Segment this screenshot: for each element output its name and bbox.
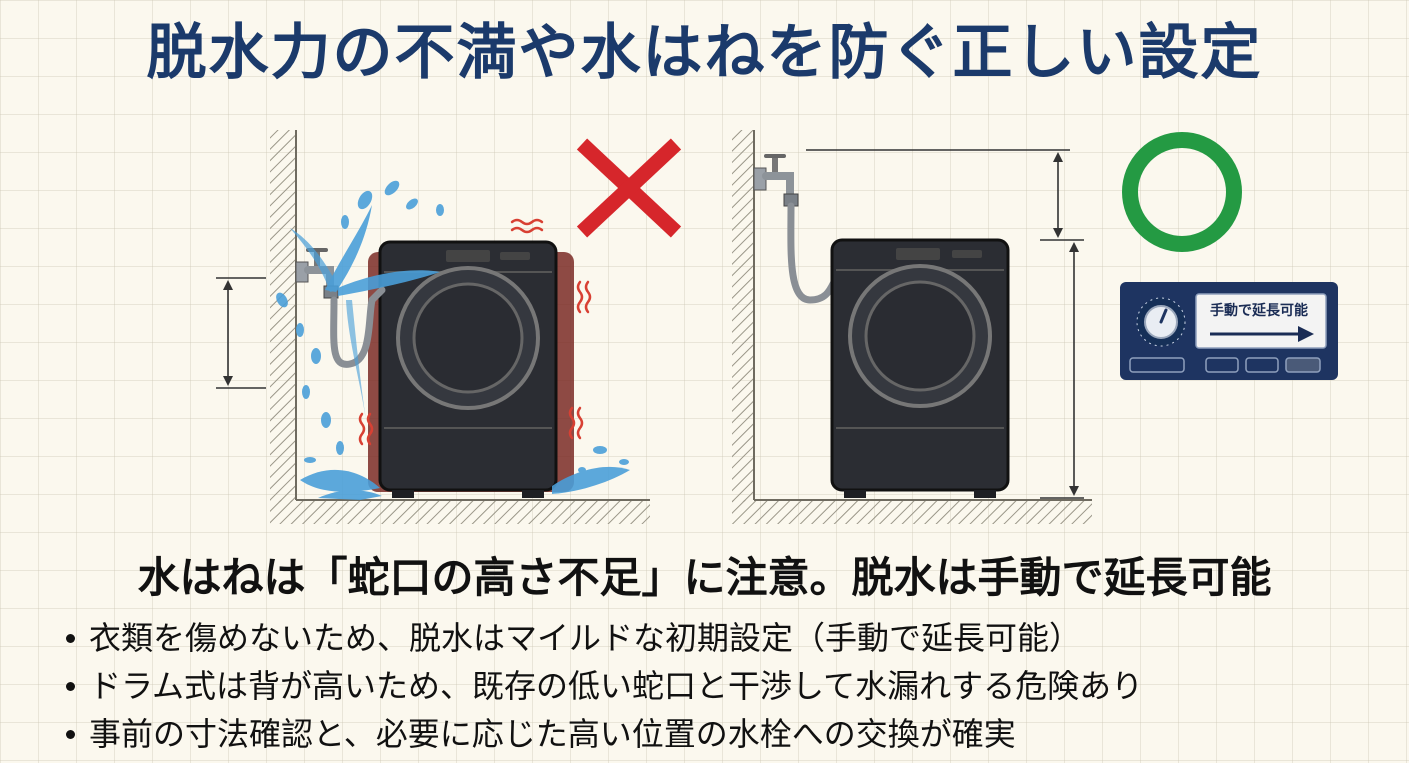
washing-machine-icon xyxy=(830,238,1010,498)
floor xyxy=(732,500,1092,524)
bullet-text: 事前の寸法確認と、必要に応じた高い位置の水栓への交換が確実 xyxy=(89,715,1016,753)
water-splash xyxy=(276,180,630,500)
page-title: 脱水力の不満や水はねを防ぐ正しい設定 xyxy=(146,18,1263,88)
list-item: 衣類を傷めないため、脱水はマイルドな初期設定（手動で延長可能） xyxy=(60,614,1143,662)
illustration: 手動で延長可能 xyxy=(216,130,1338,524)
arrow-right-icon xyxy=(1210,326,1314,342)
wall xyxy=(732,130,754,502)
wall xyxy=(270,130,296,502)
list-item: ドラム式は背が高いため、既存の低い蛇口と干渉して水漏れする危険あり xyxy=(60,662,1143,710)
bullet-icon xyxy=(66,729,75,739)
faucet-icon xyxy=(753,154,799,207)
hose xyxy=(787,202,838,304)
good-example-panel: 手動で延長可能 xyxy=(732,130,1338,524)
bullet-icon xyxy=(66,633,75,643)
dimension-line xyxy=(806,149,1084,499)
control-panel: 手動で延長可能 xyxy=(1120,282,1338,380)
cross-mark-icon xyxy=(576,138,682,238)
hose xyxy=(330,286,386,368)
washing-machine-icon xyxy=(378,240,558,498)
control-panel-label: 手動で延長可能 xyxy=(1210,302,1308,319)
bad-example-panel xyxy=(216,130,682,524)
floor xyxy=(270,500,650,524)
vibration-marks xyxy=(358,218,592,446)
bullet-text: 衣類を傷めないため、脱水はマイルドな初期設定（手動で延長可能） xyxy=(89,619,1082,657)
circle-mark-icon xyxy=(1122,132,1242,252)
subtitle: 水はねは「蛇口の高さ不足」に注意。脱水は手動で延長可能 xyxy=(137,553,1272,602)
dimension-line xyxy=(216,277,266,389)
dial-icon xyxy=(1136,297,1186,347)
bullet-list: 衣類を傷めないため、脱水はマイルドな初期設定（手動で延長可能） ドラム式は背が高… xyxy=(60,614,1143,758)
bullet-text: ドラム式は背が高いため、既存の低い蛇口と干渉して水漏れする危険あり xyxy=(89,667,1144,705)
bullet-icon xyxy=(66,681,75,691)
list-item: 事前の寸法確認と、必要に応じた高い位置の水栓への交換が確実 xyxy=(60,710,1143,758)
